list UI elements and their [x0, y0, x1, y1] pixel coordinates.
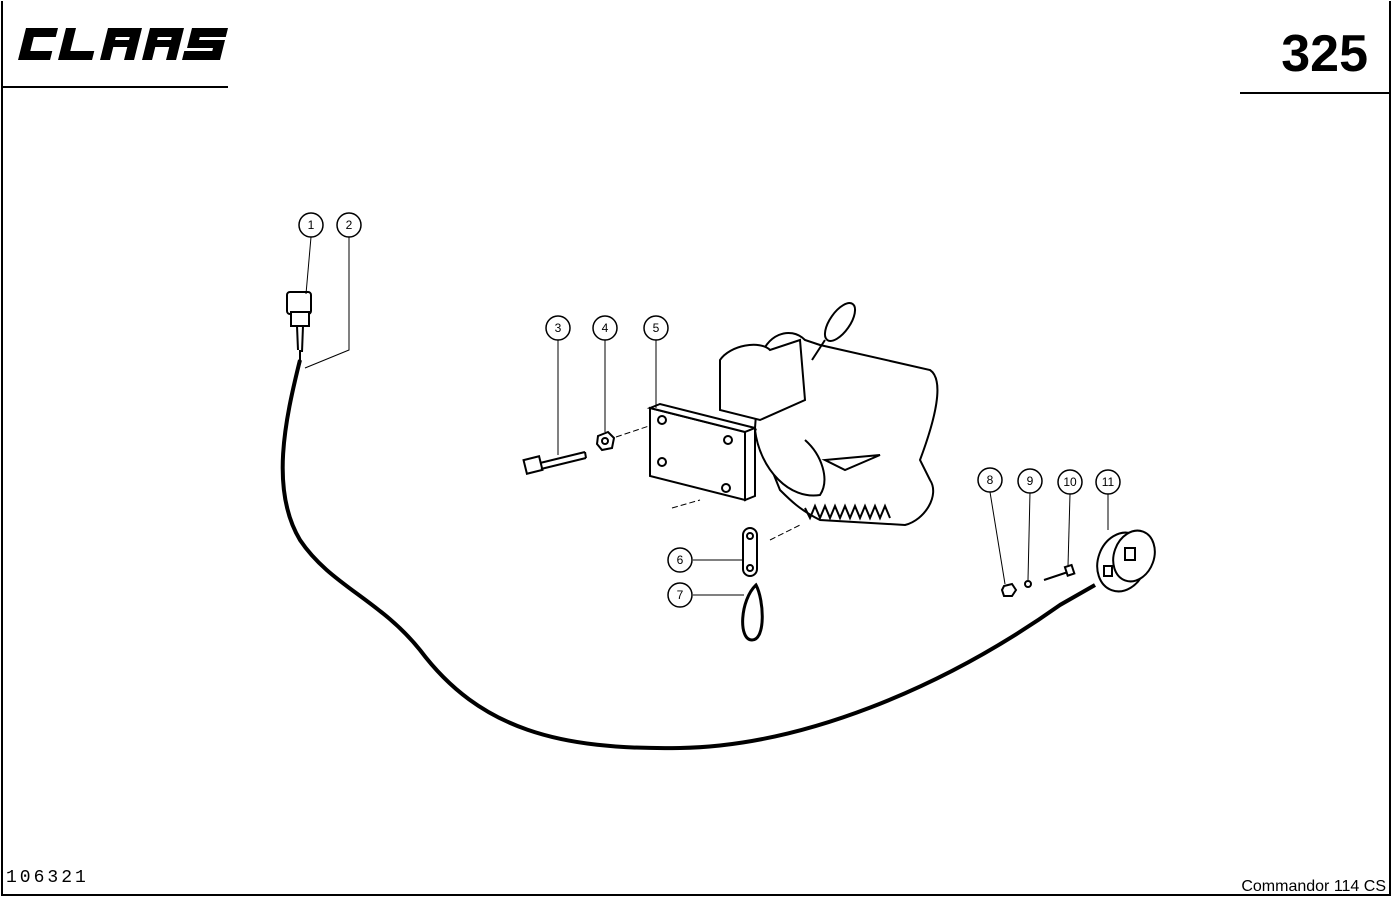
- callout-label-9: 9: [1027, 474, 1034, 488]
- bolt: [522, 451, 587, 475]
- callout-bubbles: [298, 212, 1121, 608]
- callout-label-11: 11: [1102, 475, 1115, 489]
- callout-3: [545, 315, 571, 341]
- callout-label-8: 8: [987, 473, 994, 487]
- leader-lines: [304, 236, 1109, 596]
- callout-label-1: 1: [308, 218, 315, 232]
- page-number: 325: [1281, 25, 1368, 83]
- round-socket: [1096, 529, 1156, 593]
- small-hardware: [1000, 563, 1076, 597]
- callout-7: [667, 582, 693, 608]
- callout-8: [977, 467, 1003, 493]
- spring: [804, 503, 891, 521]
- callout-11: [1095, 469, 1121, 495]
- model-name: Commandor 114 CS: [1241, 878, 1386, 895]
- claas-logo: [18, 28, 229, 60]
- callout-label-6: 6: [677, 553, 684, 567]
- valve-housing: [719, 302, 939, 527]
- clip: [741, 582, 764, 642]
- callout-label-10: 10: [1063, 475, 1077, 489]
- callout-label-2: 2: [346, 218, 353, 232]
- callout-1: [298, 212, 324, 238]
- callout-6: [667, 547, 693, 573]
- cable: [280, 359, 1096, 751]
- callout-5: [643, 315, 669, 341]
- plug-connector: [286, 291, 312, 362]
- nut: [595, 430, 616, 452]
- callout-2: [336, 212, 362, 238]
- callout-10: [1057, 469, 1083, 495]
- callout-label-3: 3: [555, 321, 562, 335]
- link-plate: [742, 527, 758, 577]
- callout-9: [1017, 468, 1043, 494]
- page-number-underline: [1240, 92, 1390, 94]
- logo-underline: [2, 86, 228, 88]
- callout-label-7: 7: [677, 588, 684, 602]
- drawing-number: 106321: [6, 868, 89, 888]
- callout-label-4: 4: [602, 321, 609, 335]
- callout-4: [592, 315, 618, 341]
- flange-plate: [646, 402, 759, 502]
- callout-label-5: 5: [653, 321, 660, 335]
